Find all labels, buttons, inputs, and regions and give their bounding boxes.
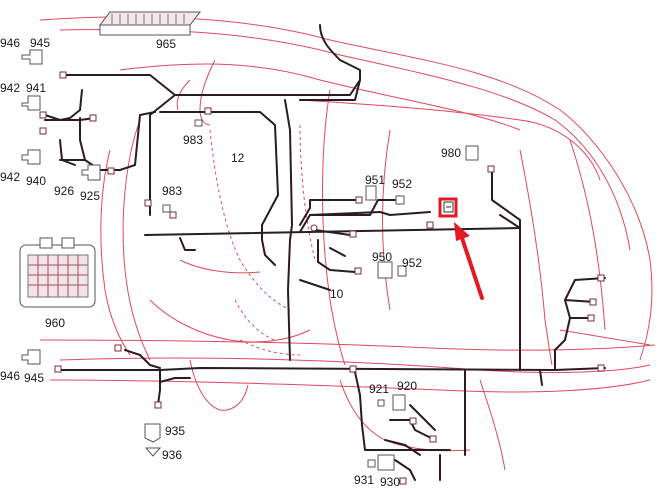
control-unit-960 bbox=[19, 237, 96, 308]
label-10: 10 bbox=[330, 287, 344, 301]
label-936: 936 bbox=[162, 448, 182, 462]
wire-connectors bbox=[39, 71, 605, 485]
callout-labels: 965 946 945 942 941 942 940 983 12 926 9… bbox=[0, 36, 461, 489]
label-950: 950 bbox=[372, 250, 392, 264]
label-940: 940 bbox=[26, 174, 46, 188]
label-952-bottom: 952 bbox=[402, 256, 422, 270]
connector-965 bbox=[98, 11, 202, 36]
label-935: 935 bbox=[165, 424, 185, 438]
label-931: 931 bbox=[354, 473, 374, 487]
label-942-bottom: 942 bbox=[0, 170, 20, 184]
label-980: 980 bbox=[441, 146, 461, 160]
label-945-bottom: 945 bbox=[24, 371, 44, 385]
indicator-arrow bbox=[454, 222, 484, 300]
highlighted-component bbox=[438, 197, 458, 218]
label-960: 960 bbox=[45, 316, 65, 330]
label-926: 926 bbox=[54, 184, 74, 198]
label-920: 920 bbox=[397, 379, 417, 393]
label-951: 951 bbox=[365, 173, 385, 187]
label-942-top: 942 bbox=[0, 81, 20, 95]
label-921: 921 bbox=[369, 382, 389, 396]
label-946-bottom: 946 bbox=[0, 369, 20, 383]
label-952-top: 952 bbox=[392, 177, 412, 191]
wire-harness bbox=[44, 24, 606, 481]
label-12: 12 bbox=[231, 151, 245, 165]
vehicle-body-outline bbox=[39, 16, 656, 471]
label-965: 965 bbox=[156, 37, 176, 51]
label-983-mid: 983 bbox=[162, 184, 182, 198]
label-945-top: 945 bbox=[30, 36, 50, 50]
label-930: 930 bbox=[380, 475, 400, 489]
label-925: 925 bbox=[80, 189, 100, 203]
label-983-top: 983 bbox=[183, 133, 203, 147]
label-946-top: 946 bbox=[0, 36, 20, 50]
component-symbols bbox=[21, 49, 479, 471]
label-941: 941 bbox=[26, 81, 46, 95]
